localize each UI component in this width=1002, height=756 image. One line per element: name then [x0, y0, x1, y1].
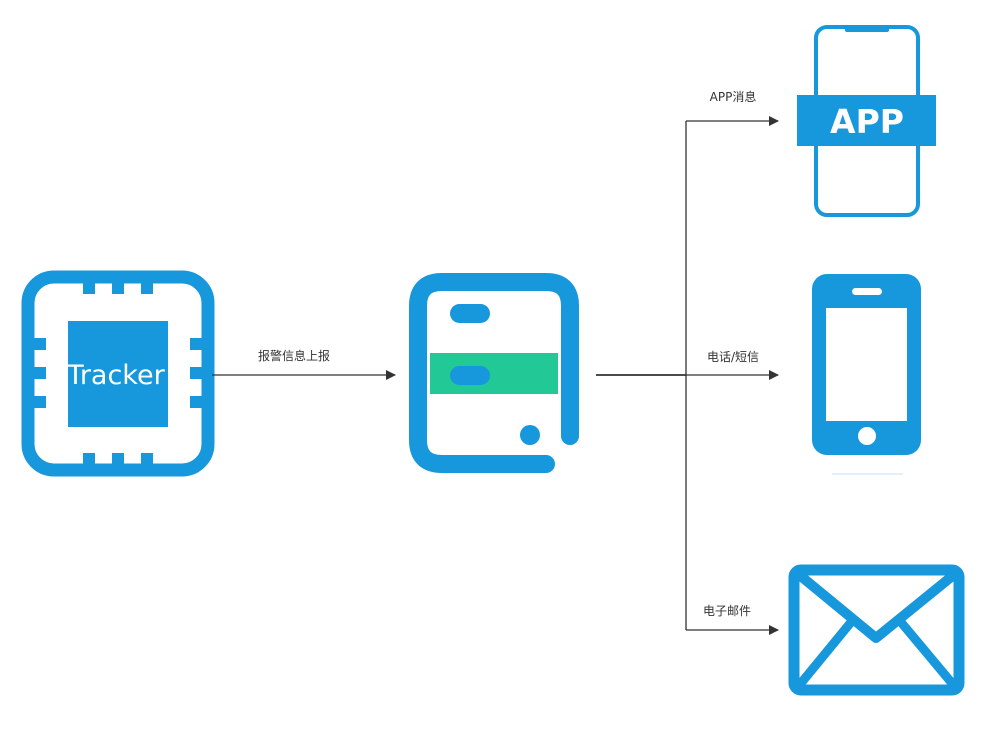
app-message-edge-label: APP消息 — [710, 89, 757, 104]
app-phone-icon — [797, 25, 936, 217]
tracker-chip-icon — [21, 270, 215, 477]
call-sms-edge-label: 电话/短信 — [707, 350, 759, 364]
tracker-label: Tracker — [66, 360, 165, 391]
email-edge-label: 电子邮件 — [703, 604, 751, 618]
app-banner-label: APP — [830, 102, 904, 141]
envelope-icon — [788, 564, 965, 696]
server-icon — [409, 273, 579, 473]
mobile-phone-icon — [812, 274, 921, 475]
report-edge-label: 报警信息上报 — [258, 348, 330, 363]
